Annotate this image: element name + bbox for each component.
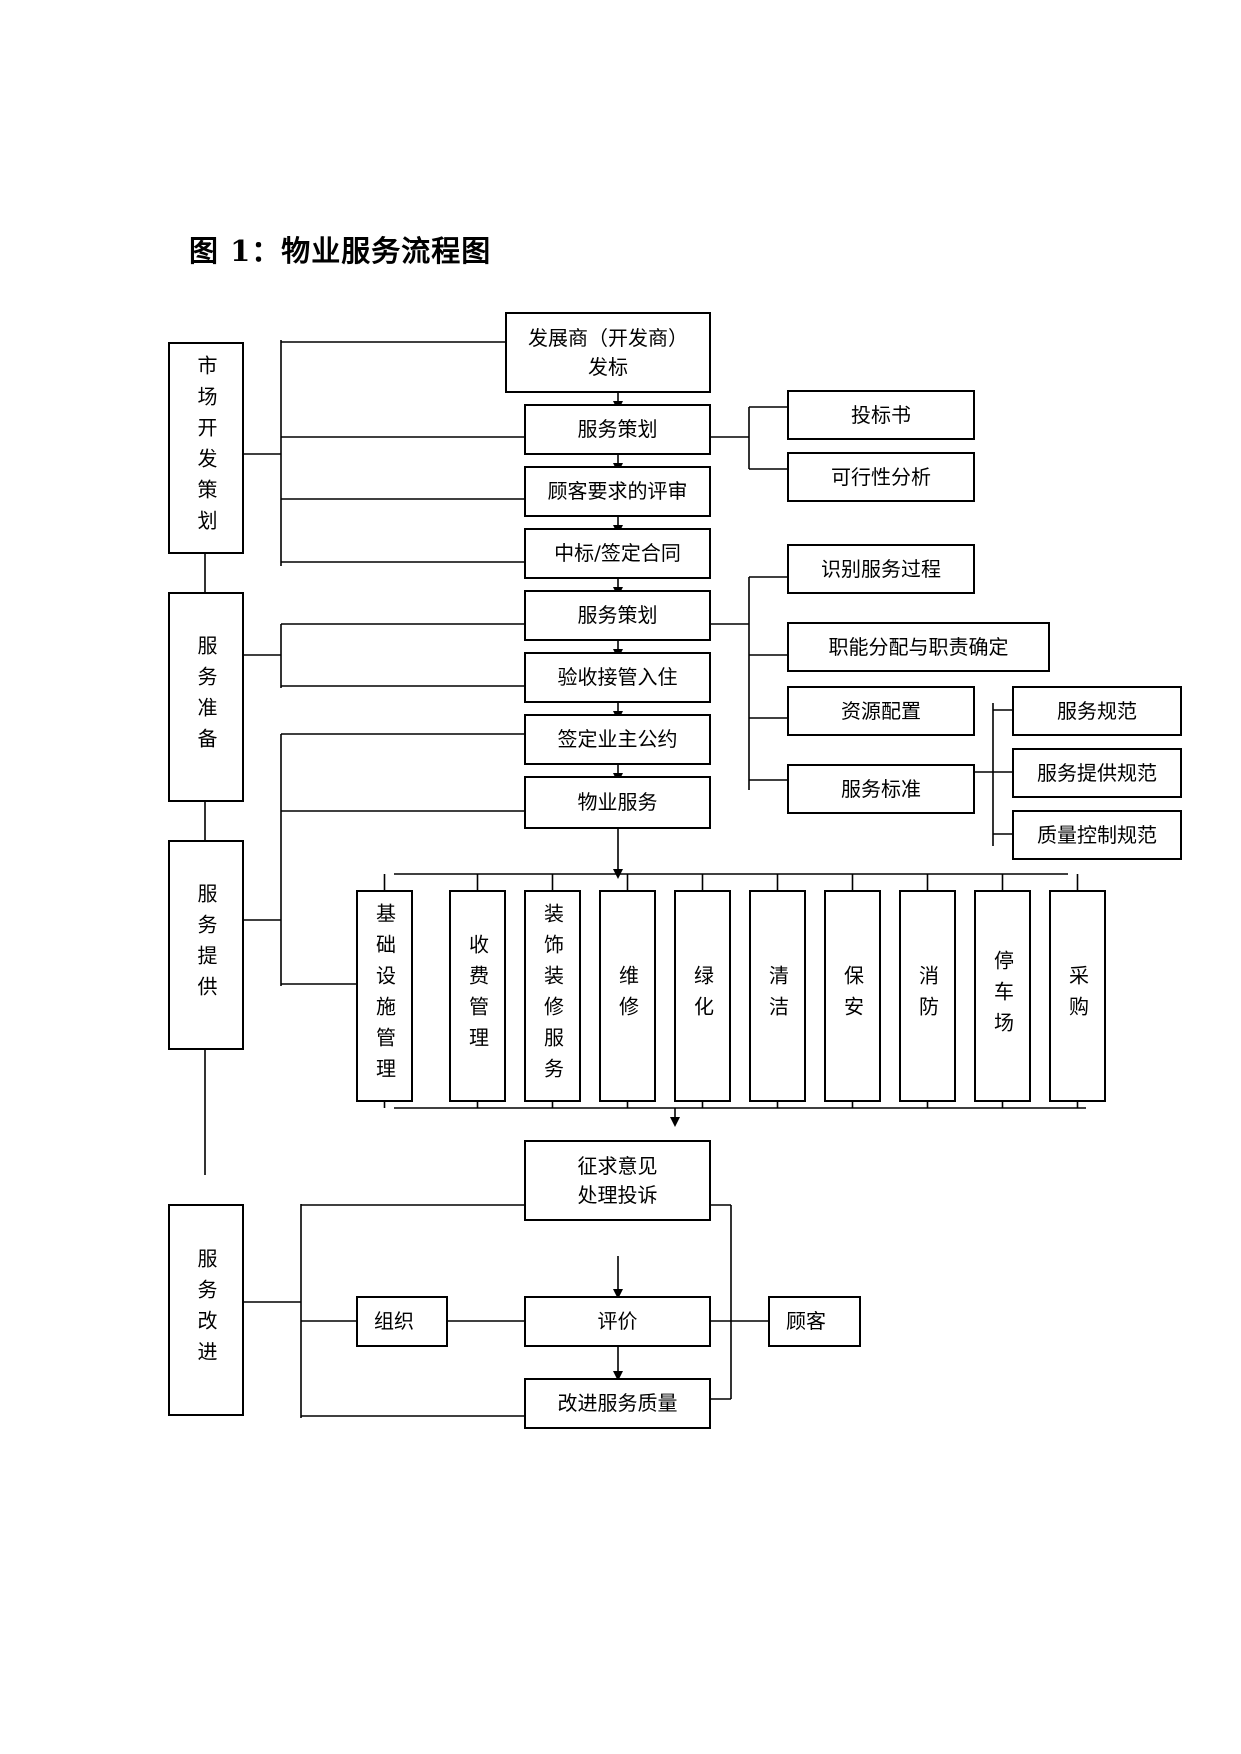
service-box-5: 绿化	[674, 890, 731, 1102]
page-title: 图 1：物业服务流程图	[189, 234, 492, 268]
service-standard-box: 服务标准	[787, 764, 975, 814]
bid-document-box: 投标书	[787, 390, 975, 440]
phase-provide-box: 服务提供	[168, 840, 244, 1050]
customer-review-box: 顾客要求的评审	[524, 466, 711, 517]
service-box-8: 消防	[899, 890, 956, 1102]
acceptance-box: 验收接管入住	[524, 652, 711, 703]
feedback-line2: 处理投诉	[577, 1182, 658, 1207]
service-spec-box: 服务规范	[1012, 686, 1182, 736]
service-box-1: 基础设施管理	[356, 890, 413, 1102]
feedback-line1: 征求意见	[577, 1153, 658, 1178]
property-service-box: 物业服务	[524, 776, 711, 829]
qc-spec-box: 质量控制规范	[1012, 810, 1182, 860]
identify-process-box: 识别服务过程	[787, 544, 975, 594]
evaluation-box: 评价	[524, 1296, 711, 1347]
owners-pact-box: 签定业主公约	[524, 714, 711, 765]
service-box-2: 收费管理	[449, 890, 506, 1102]
resources-box: 资源配置	[787, 686, 975, 736]
service-box-4: 维修	[599, 890, 656, 1102]
improve-quality-box: 改进服务质量	[524, 1378, 711, 1429]
feedback-box: 征求意见 处理投诉	[524, 1140, 711, 1221]
phase-market-box: 市场开发策划	[168, 342, 244, 554]
service-box-6: 清洁	[749, 890, 806, 1102]
phase-prepare-box: 服务准备	[168, 592, 244, 802]
service-box-9: 停车场	[974, 890, 1031, 1102]
customer-box: 顾客	[768, 1296, 861, 1347]
service-box-7: 保安	[824, 890, 881, 1102]
developer-tender-box: 发展商（开发商） 发标	[505, 312, 711, 393]
developer-line1: 发展商（开发商）	[528, 325, 688, 350]
developer-line2: 发标	[588, 354, 628, 379]
delivery-spec-box: 服务提供规范	[1012, 748, 1182, 798]
organization-box: 组织	[356, 1296, 448, 1347]
service-box-10: 采购	[1049, 890, 1106, 1102]
feasibility-box: 可行性分析	[787, 452, 975, 502]
service-planning-box-1: 服务策划	[524, 404, 711, 455]
contract-box: 中标/签定合同	[524, 528, 711, 579]
service-planning-box-2: 服务策划	[524, 590, 711, 641]
phase-improve-box: 服务改进	[168, 1204, 244, 1416]
duties-box: 职能分配与职责确定	[787, 622, 1050, 672]
service-box-3: 装饰装修服务	[524, 890, 581, 1102]
